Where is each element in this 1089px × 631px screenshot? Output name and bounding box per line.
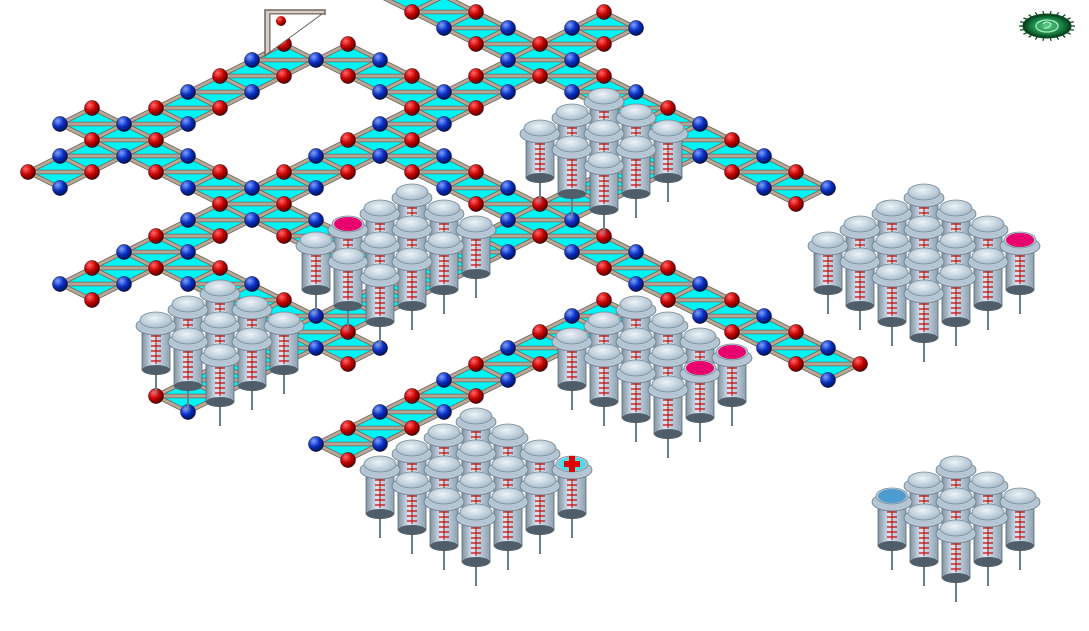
syringe [359,455,401,538]
syringe-cluster-far-left[interactable] [135,279,305,426]
syringe [519,119,561,202]
syringe [455,503,497,586]
syringe [935,263,977,346]
syringe [935,519,977,602]
syringe [135,311,177,394]
syringe [871,263,913,346]
syringe [423,487,465,570]
pink-target-icon [686,361,714,375]
syringe-clusters [135,87,1041,602]
syringe [199,343,241,426]
syringe [647,375,689,458]
syringe [359,263,401,346]
syringe [967,247,1009,330]
blue-target-icon [878,489,906,503]
syringe-cluster-right[interactable] [807,183,1041,362]
pink-target-icon [1006,233,1034,247]
corner-selector-icon[interactable] [264,9,326,58]
syringe [551,327,593,410]
syringe [903,279,945,362]
syringe [327,247,369,330]
syringe [487,487,529,570]
syringe [999,487,1041,570]
syringe [903,503,945,586]
syringe-cluster-bottom-center[interactable] [359,407,593,586]
pink-target-icon [334,217,362,231]
syringe [391,471,433,554]
red-cross-icon [558,456,586,472]
syringe [551,135,593,218]
syringe [615,359,657,442]
syringe [583,343,625,426]
syringe [263,311,305,394]
syringe [423,231,465,314]
pink-target-icon [718,345,746,359]
syringe [231,327,273,410]
syringe-cluster-top-center[interactable] [519,87,689,234]
syringe-cluster-center[interactable] [551,295,753,458]
syringe [871,487,913,570]
syringe-cluster-mid-left[interactable] [295,183,497,346]
syringe [583,151,625,234]
syringe [519,471,561,554]
syringe [967,503,1009,586]
syringe-cluster-bottom-right[interactable] [871,455,1041,602]
syringe [839,247,881,330]
syringe [295,231,337,314]
syringe [167,327,209,410]
syringe [455,215,497,298]
syringe [391,247,433,330]
syringe [807,231,849,314]
syringe [615,135,657,218]
green-virus-icon[interactable] [1019,11,1075,41]
syringe [647,119,689,202]
